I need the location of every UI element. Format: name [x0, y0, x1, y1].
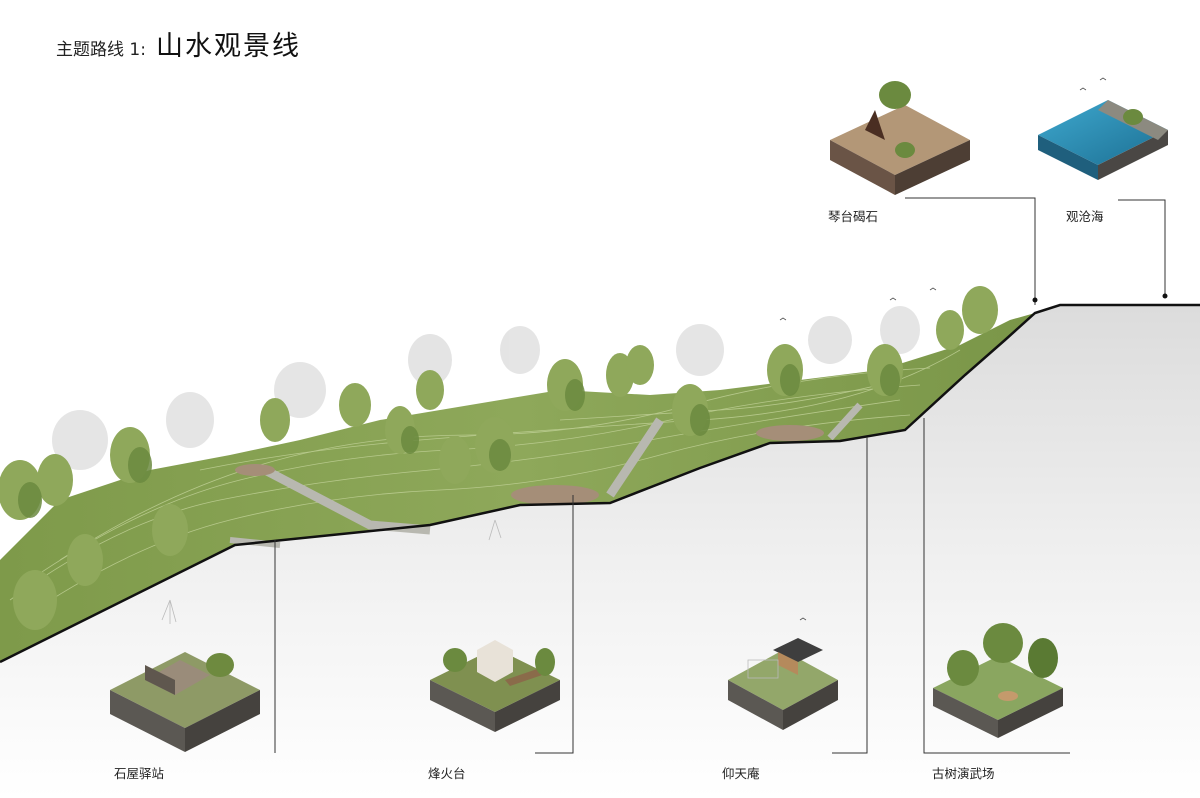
label-ancient-tree: 古树演武场	[932, 766, 995, 781]
background-mist-trees	[52, 306, 920, 470]
title-prefix: 主题路线 1:	[56, 40, 146, 60]
block-yangtian	[728, 638, 838, 730]
block-stone-house	[110, 652, 260, 752]
label-qintai: 琴台碣石	[828, 209, 879, 224]
platform-stone-house	[235, 464, 275, 476]
title-main: 山水观景线	[155, 31, 301, 62]
label-stone-house: 石屋驿站	[114, 766, 165, 781]
block-qintai	[830, 81, 970, 195]
block-beacon	[430, 640, 560, 732]
label-beacon: 烽火台	[428, 766, 466, 781]
tree-roots	[161, 519, 502, 624]
ground-mass	[0, 305, 1200, 798]
birds	[779, 77, 1107, 621]
platform-yangtian	[756, 425, 824, 441]
page-title: 主题路线 1: 山水观景线	[56, 24, 301, 63]
tree-group	[0, 286, 998, 630]
terrain-outline	[0, 303, 1200, 664]
leader-lines	[274, 197, 1166, 754]
platform-beacon	[511, 485, 599, 505]
label-yangtian: 仰天庵	[722, 766, 760, 781]
walkways	[229, 402, 863, 548]
block-sea-view	[1038, 100, 1168, 180]
label-sea-view: 观沧海	[1066, 209, 1104, 224]
route-markers	[1032, 293, 1168, 303]
block-ancient-tree	[933, 623, 1063, 738]
